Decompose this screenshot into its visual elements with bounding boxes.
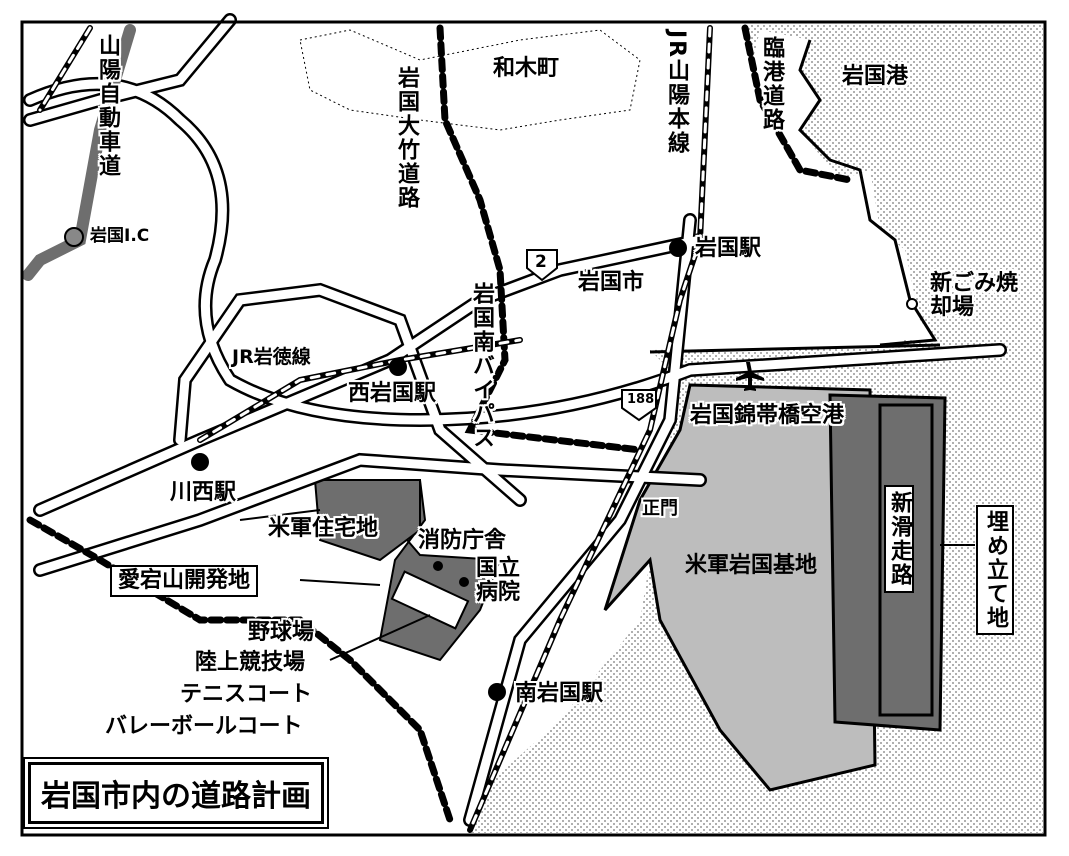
label-new-runway: 新滑走路 [884, 485, 914, 593]
label-national-hospital: 国立病院 [476, 556, 521, 606]
station-dot-icon [191, 239, 687, 701]
label-fire-department: 消防庁舎 [418, 528, 507, 553]
label-jr-sanyo-line: JR山陽本線 [664, 30, 689, 156]
label-volleyball: バレーボールコート [105, 714, 303, 739]
label-iwakuni-otake-road: 岩国大竹道路 [394, 66, 419, 210]
incinerator-icon [906, 298, 918, 310]
route-2-shield [526, 249, 558, 282]
route-188-number: 188 [627, 392, 655, 407]
label-minami-iwakuni-station: 南岩国駅 [515, 681, 604, 706]
label-sanyo-expressway: 山陽自動車道 [95, 34, 120, 178]
map-title: 岩国市内の道路計画 [23, 757, 329, 829]
label-iwakuni-south-bypass: 岩国南バイパス [469, 282, 494, 450]
label-iwakuni-port: 岩国港 [842, 64, 909, 89]
label-waki-town: 和木町 [493, 56, 560, 81]
label-iwakuni-ic: 岩国I.C [90, 226, 150, 246]
label-rinko-road: 臨港道路 [759, 36, 784, 132]
label-jr-gantoku-line: JR岩徳線 [232, 346, 311, 368]
label-us-base: 米軍岩国基地 [685, 553, 818, 578]
route-188-shield [621, 389, 657, 422]
label-iwakuni-city: 岩国市 [578, 270, 645, 295]
label-us-housing: 米軍住宅地 [268, 516, 379, 541]
label-athletics: 陸上競技場 [195, 650, 306, 675]
label-nishi-iwakuni-station: 西岩国駅 [348, 381, 437, 406]
label-airport: 岩国錦帯橋空港 [690, 403, 845, 428]
label-reclaimed-land: 埋め立て地 [976, 505, 1014, 635]
label-kawanishi-station: 川西駅 [170, 480, 237, 505]
label-incinerator: 新ごみ焼却場 [930, 271, 1019, 321]
airplane-icon [736, 362, 764, 391]
route-2-number: 2 [535, 252, 547, 272]
interchange-icon [64, 227, 84, 247]
label-tennis: テニスコート [180, 682, 313, 707]
label-atagoyama: 愛宕山開発地 [110, 565, 259, 597]
label-baseball: 野球場 [248, 620, 315, 645]
label-main-gate: 正門 [642, 498, 678, 519]
label-iwakuni-station: 岩国駅 [695, 236, 762, 261]
